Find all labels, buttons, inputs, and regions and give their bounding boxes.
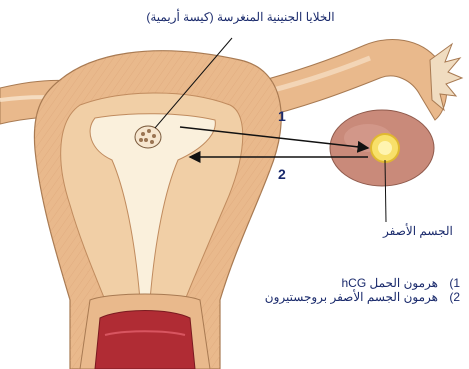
arrow-2-number: 2 [278,166,286,182]
legend-text: هرمون الحمل hCG [341,276,438,290]
legend-number: (2 [449,290,460,304]
legend-number: (1 [449,276,460,290]
legend-item-hcg: (1 هرمون الحمل hCG [262,276,460,290]
arrow-1-number: 1 [278,108,286,124]
corpus-luteum-label: الجسم الأصفر [383,224,453,238]
blastocyst [135,126,161,148]
embryo-label: الخلايا الجنينية المنغرسة (كيسة أريمية) [118,10,363,24]
legend-item-progesterone: (2 هرمون الجسم الأصفر بروجستيرون [262,290,460,304]
legend-text: هرمون الجسم الأصفر بروجستيرون [265,290,438,304]
corpus-luteum [371,134,399,162]
